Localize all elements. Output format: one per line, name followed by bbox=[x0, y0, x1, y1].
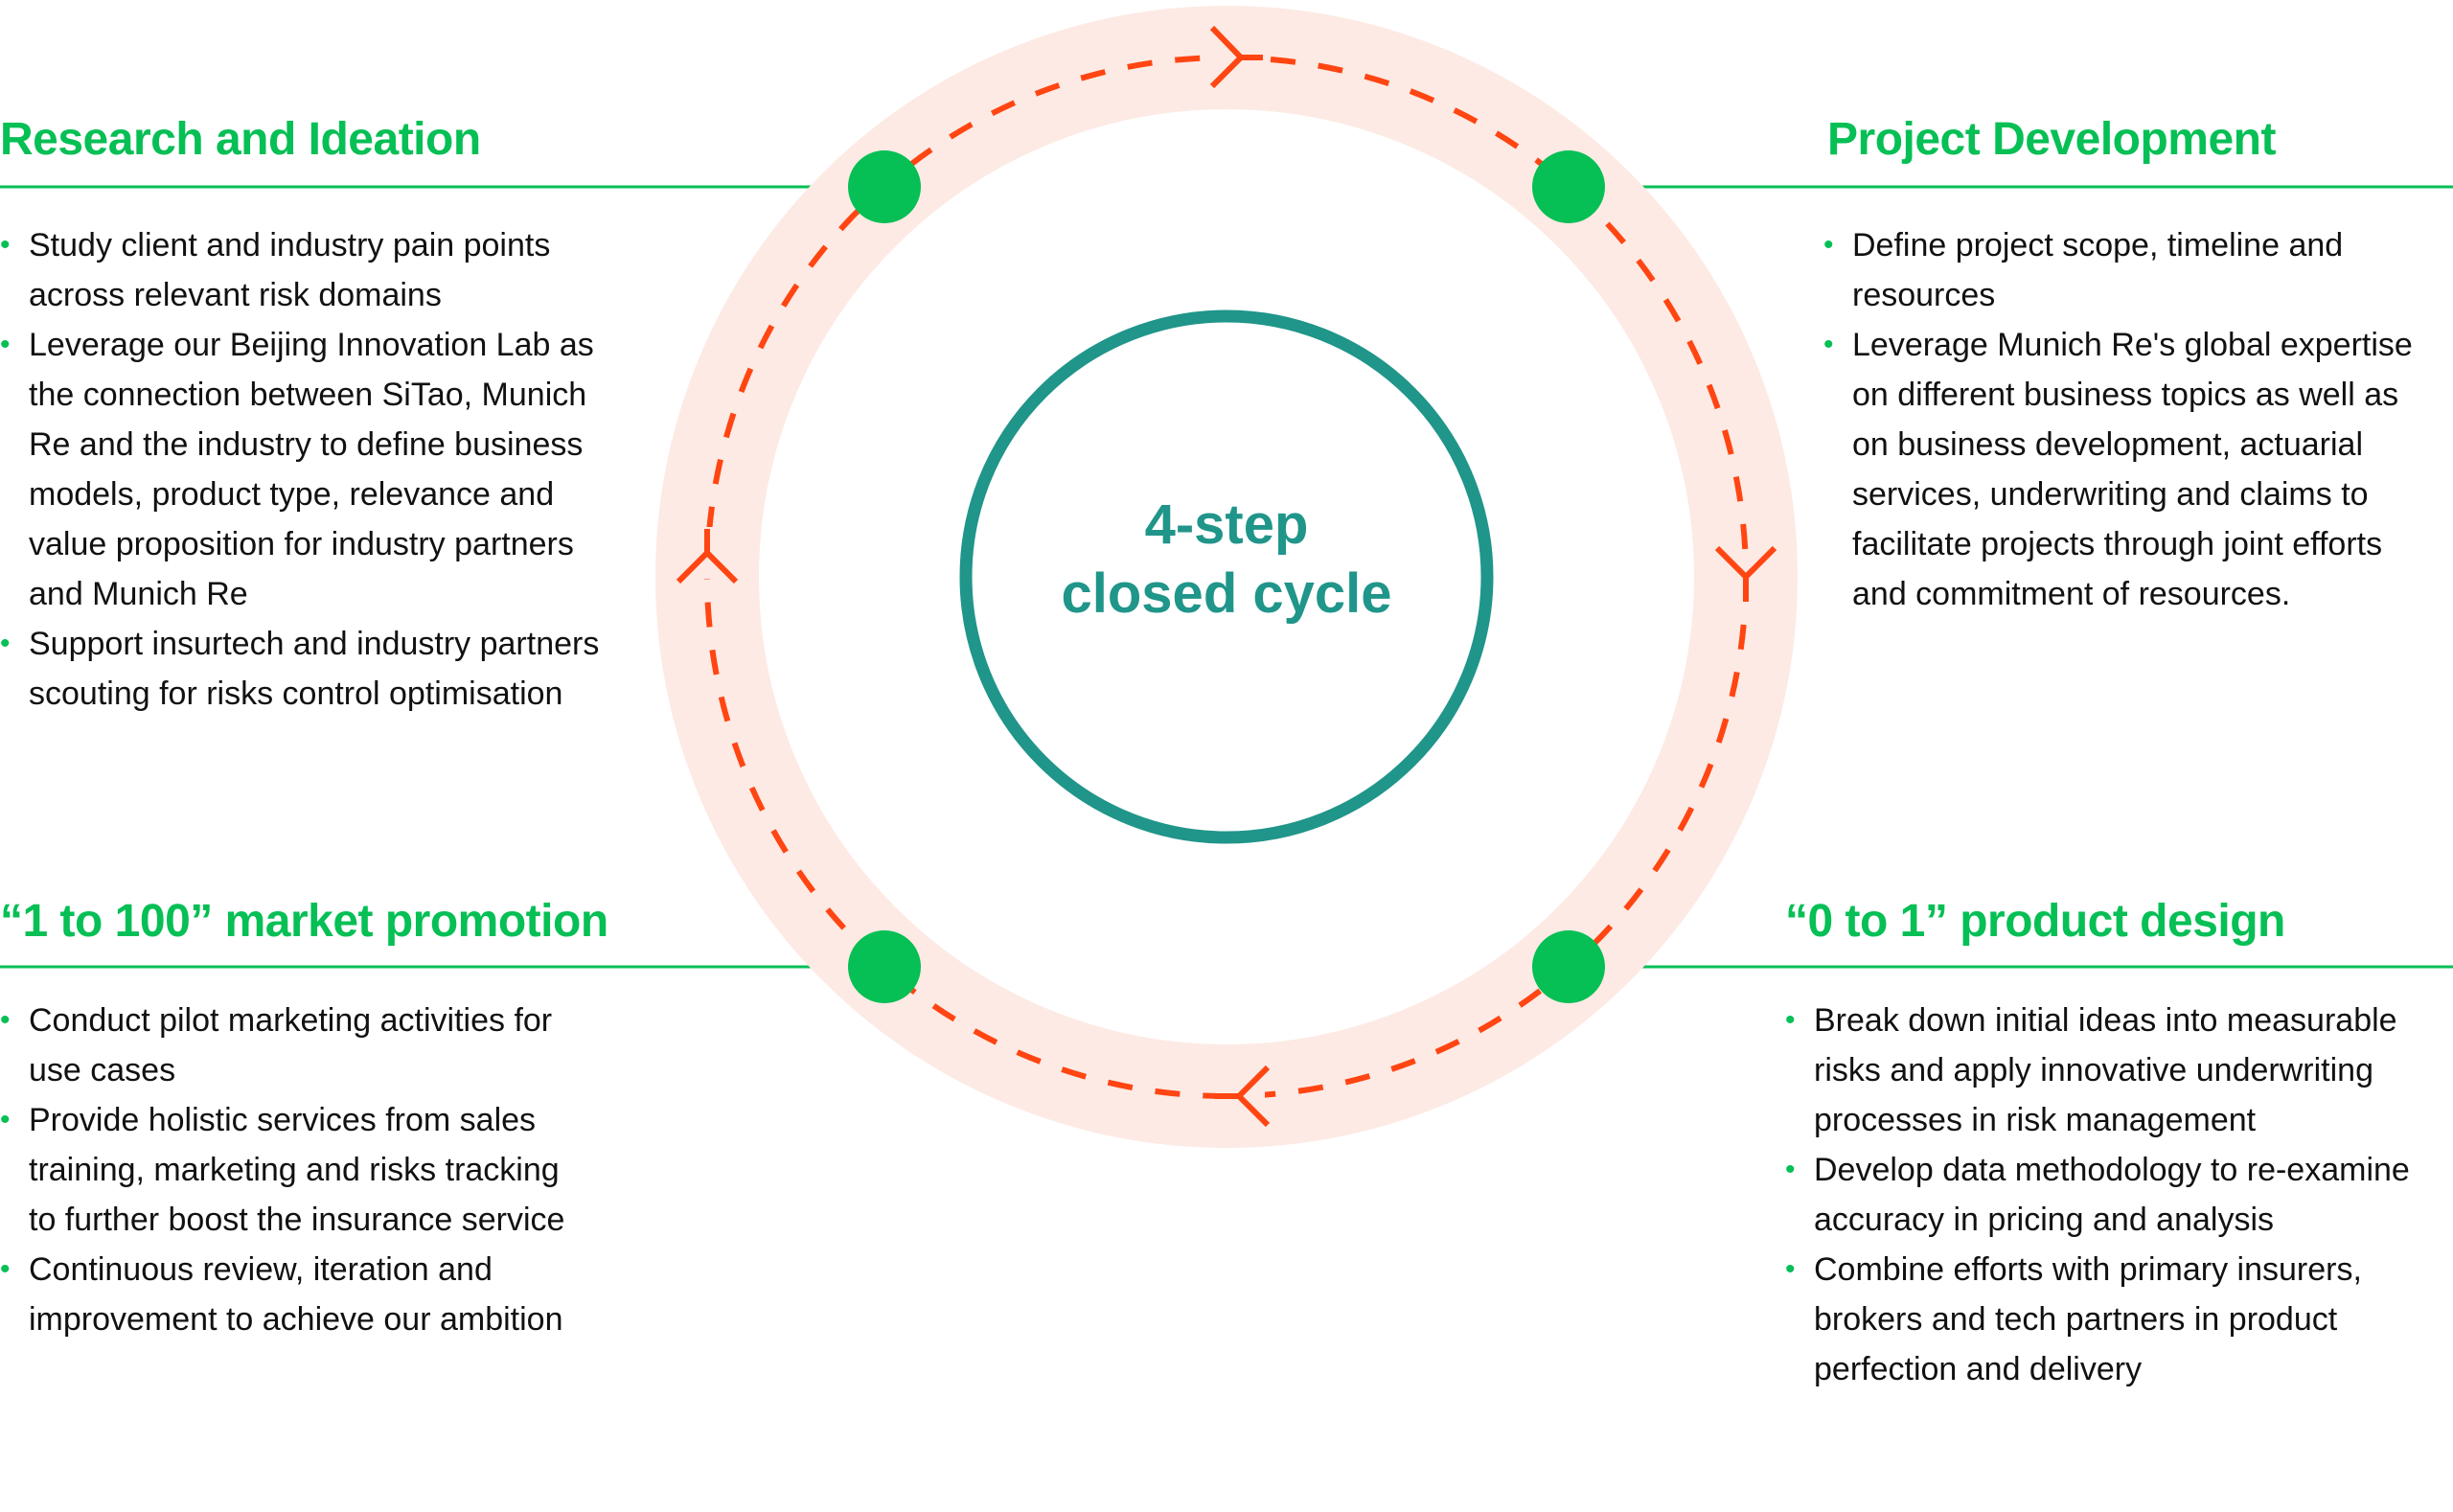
bullet-item: • Break down initial ideas into measurabl… bbox=[1785, 996, 2410, 1145]
bullet-line: resources bbox=[1852, 277, 1996, 313]
section-list-product-design: • Break down initial ideas into measurabl… bbox=[1785, 996, 2410, 1394]
bullet-line: processes in risk management bbox=[1814, 1102, 2257, 1138]
arrow-down-icon bbox=[1714, 545, 1777, 604]
bullet-item: • Continuous review, iteration and improve… bbox=[0, 1245, 564, 1344]
bullet-line: Study client and industry pain points bbox=[29, 227, 551, 263]
bullet-line: value proposition for industry partners bbox=[29, 526, 574, 562]
bullet-line: Define project scope, timeline and bbox=[1852, 227, 2344, 263]
center-label: 4-step closed cycle bbox=[997, 491, 1456, 629]
bullet-item: • Conduct pilot marketing activities for u… bbox=[0, 996, 564, 1095]
bullet-item: • Leverage Munich Re's global expertise on… bbox=[1823, 320, 2413, 619]
bullet-dot-icon: • bbox=[0, 229, 11, 261]
bullet-item: • Leverage our Beijing Innovation Lab as t… bbox=[0, 320, 599, 619]
bullet-line: Break down initial ideas into measurable bbox=[1814, 1002, 2397, 1039]
bullet-item: • Study client and industry pain points ac… bbox=[0, 220, 599, 320]
bullet-line: services, underwriting and claims to bbox=[1852, 476, 2369, 513]
bullet-line: to further boost the insurance service bbox=[29, 1202, 565, 1238]
bullet-line: perfection and delivery bbox=[1814, 1351, 2143, 1387]
center-label-line-2: closed cycle bbox=[1061, 562, 1392, 625]
bullet-line: Support insurtech and industry partners bbox=[29, 626, 600, 662]
bullet-item: • Combine efforts with primary insurers, b… bbox=[1785, 1245, 2410, 1394]
arrow-right-icon bbox=[1209, 25, 1263, 89]
arrow-up-icon bbox=[676, 527, 739, 584]
step-dot-top-left bbox=[848, 150, 921, 223]
bullet-dot-icon: • bbox=[1785, 1004, 1796, 1036]
bullet-dot-icon: • bbox=[0, 1253, 11, 1285]
section-heading-project-development: Project Development bbox=[1827, 114, 2276, 165]
bullet-dot-icon: • bbox=[1823, 229, 1834, 261]
bullet-dot-icon: • bbox=[0, 1104, 11, 1135]
center-label-line-1: 4-step bbox=[1144, 493, 1309, 556]
bullet-line: and commitment of resources. bbox=[1852, 576, 2291, 612]
step-dot-bottom-right bbox=[1532, 930, 1605, 1003]
section-list-market-promotion: • Conduct pilot marketing activities for u… bbox=[0, 996, 564, 1344]
section-heading-research-and-ideation: Research and Ideation bbox=[0, 114, 481, 165]
bullet-item: • Provide holistic services from sales tra… bbox=[0, 1095, 564, 1245]
bullet-line: Leverage Munich Re's global expertise bbox=[1852, 327, 2413, 363]
bullet-line: and Munich Re bbox=[29, 576, 248, 612]
step-dot-top-right bbox=[1532, 150, 1605, 223]
bullet-line: use cases bbox=[29, 1052, 176, 1088]
bullet-line: facilitate projects through joint effort… bbox=[1852, 526, 2383, 562]
bullet-dot-icon: • bbox=[1785, 1253, 1796, 1285]
bullet-line: across relevant risk domains bbox=[29, 277, 442, 313]
bullet-line: Provide holistic services from sales bbox=[29, 1102, 537, 1138]
bullet-line: on different business topics as well as bbox=[1852, 377, 2399, 413]
bullet-item: • Support insurtech and industry partners… bbox=[0, 619, 599, 719]
arrow-left-icon bbox=[1215, 1065, 1271, 1128]
bullet-line: Combine efforts with primary insurers, bbox=[1814, 1251, 2362, 1288]
bullet-line: Conduct pilot marketing activities for bbox=[29, 1002, 553, 1039]
bullet-line: accuracy in pricing and analysis bbox=[1814, 1202, 2275, 1238]
bullet-item: • Define project scope, timeline and resou… bbox=[1823, 220, 2413, 320]
bullet-dot-icon: • bbox=[0, 1004, 11, 1036]
bullet-line: Develop data methodology to re-examine bbox=[1814, 1152, 2410, 1188]
bullet-item: • Develop data methodology to re-examine a… bbox=[1785, 1145, 2410, 1245]
bullet-line: brokers and tech partners in product bbox=[1814, 1301, 2338, 1338]
bullet-line: scouting for risks control optimisation bbox=[29, 676, 563, 712]
section-list-research-and-ideation: • Study client and industry pain points ac… bbox=[0, 220, 599, 719]
section-list-project-development: • Define project scope, timeline and resou… bbox=[1823, 220, 2413, 619]
bullet-line: Continuous review, iteration and bbox=[29, 1251, 493, 1288]
bullet-dot-icon: • bbox=[1823, 329, 1834, 360]
bullet-dot-icon: • bbox=[1785, 1154, 1796, 1185]
section-heading-market-promotion: “1 to 100” market promotion bbox=[0, 896, 608, 947]
bullet-dot-icon: • bbox=[0, 628, 11, 659]
bullet-line: models, product type, relevance and bbox=[29, 476, 555, 513]
bullet-line: Re and the industry to define business bbox=[29, 426, 584, 463]
bullet-line: risks and apply innovative underwriting bbox=[1814, 1052, 2373, 1088]
bullet-line: the connection between SiTao, Munich bbox=[29, 377, 587, 413]
bullet-line: Leverage our Beijing Innovation Lab as bbox=[29, 327, 594, 363]
bullet-dot-icon: • bbox=[0, 329, 11, 360]
bullet-line: training, marketing and risks tracking bbox=[29, 1152, 560, 1188]
bullet-line: on business development, actuarial bbox=[1852, 426, 2363, 463]
center-circle bbox=[959, 309, 1494, 844]
bullet-line: improvement to achieve our ambition bbox=[29, 1301, 563, 1338]
step-dot-bottom-left bbox=[848, 930, 921, 1003]
section-heading-product-design: “0 to 1” product design bbox=[1785, 896, 2285, 947]
